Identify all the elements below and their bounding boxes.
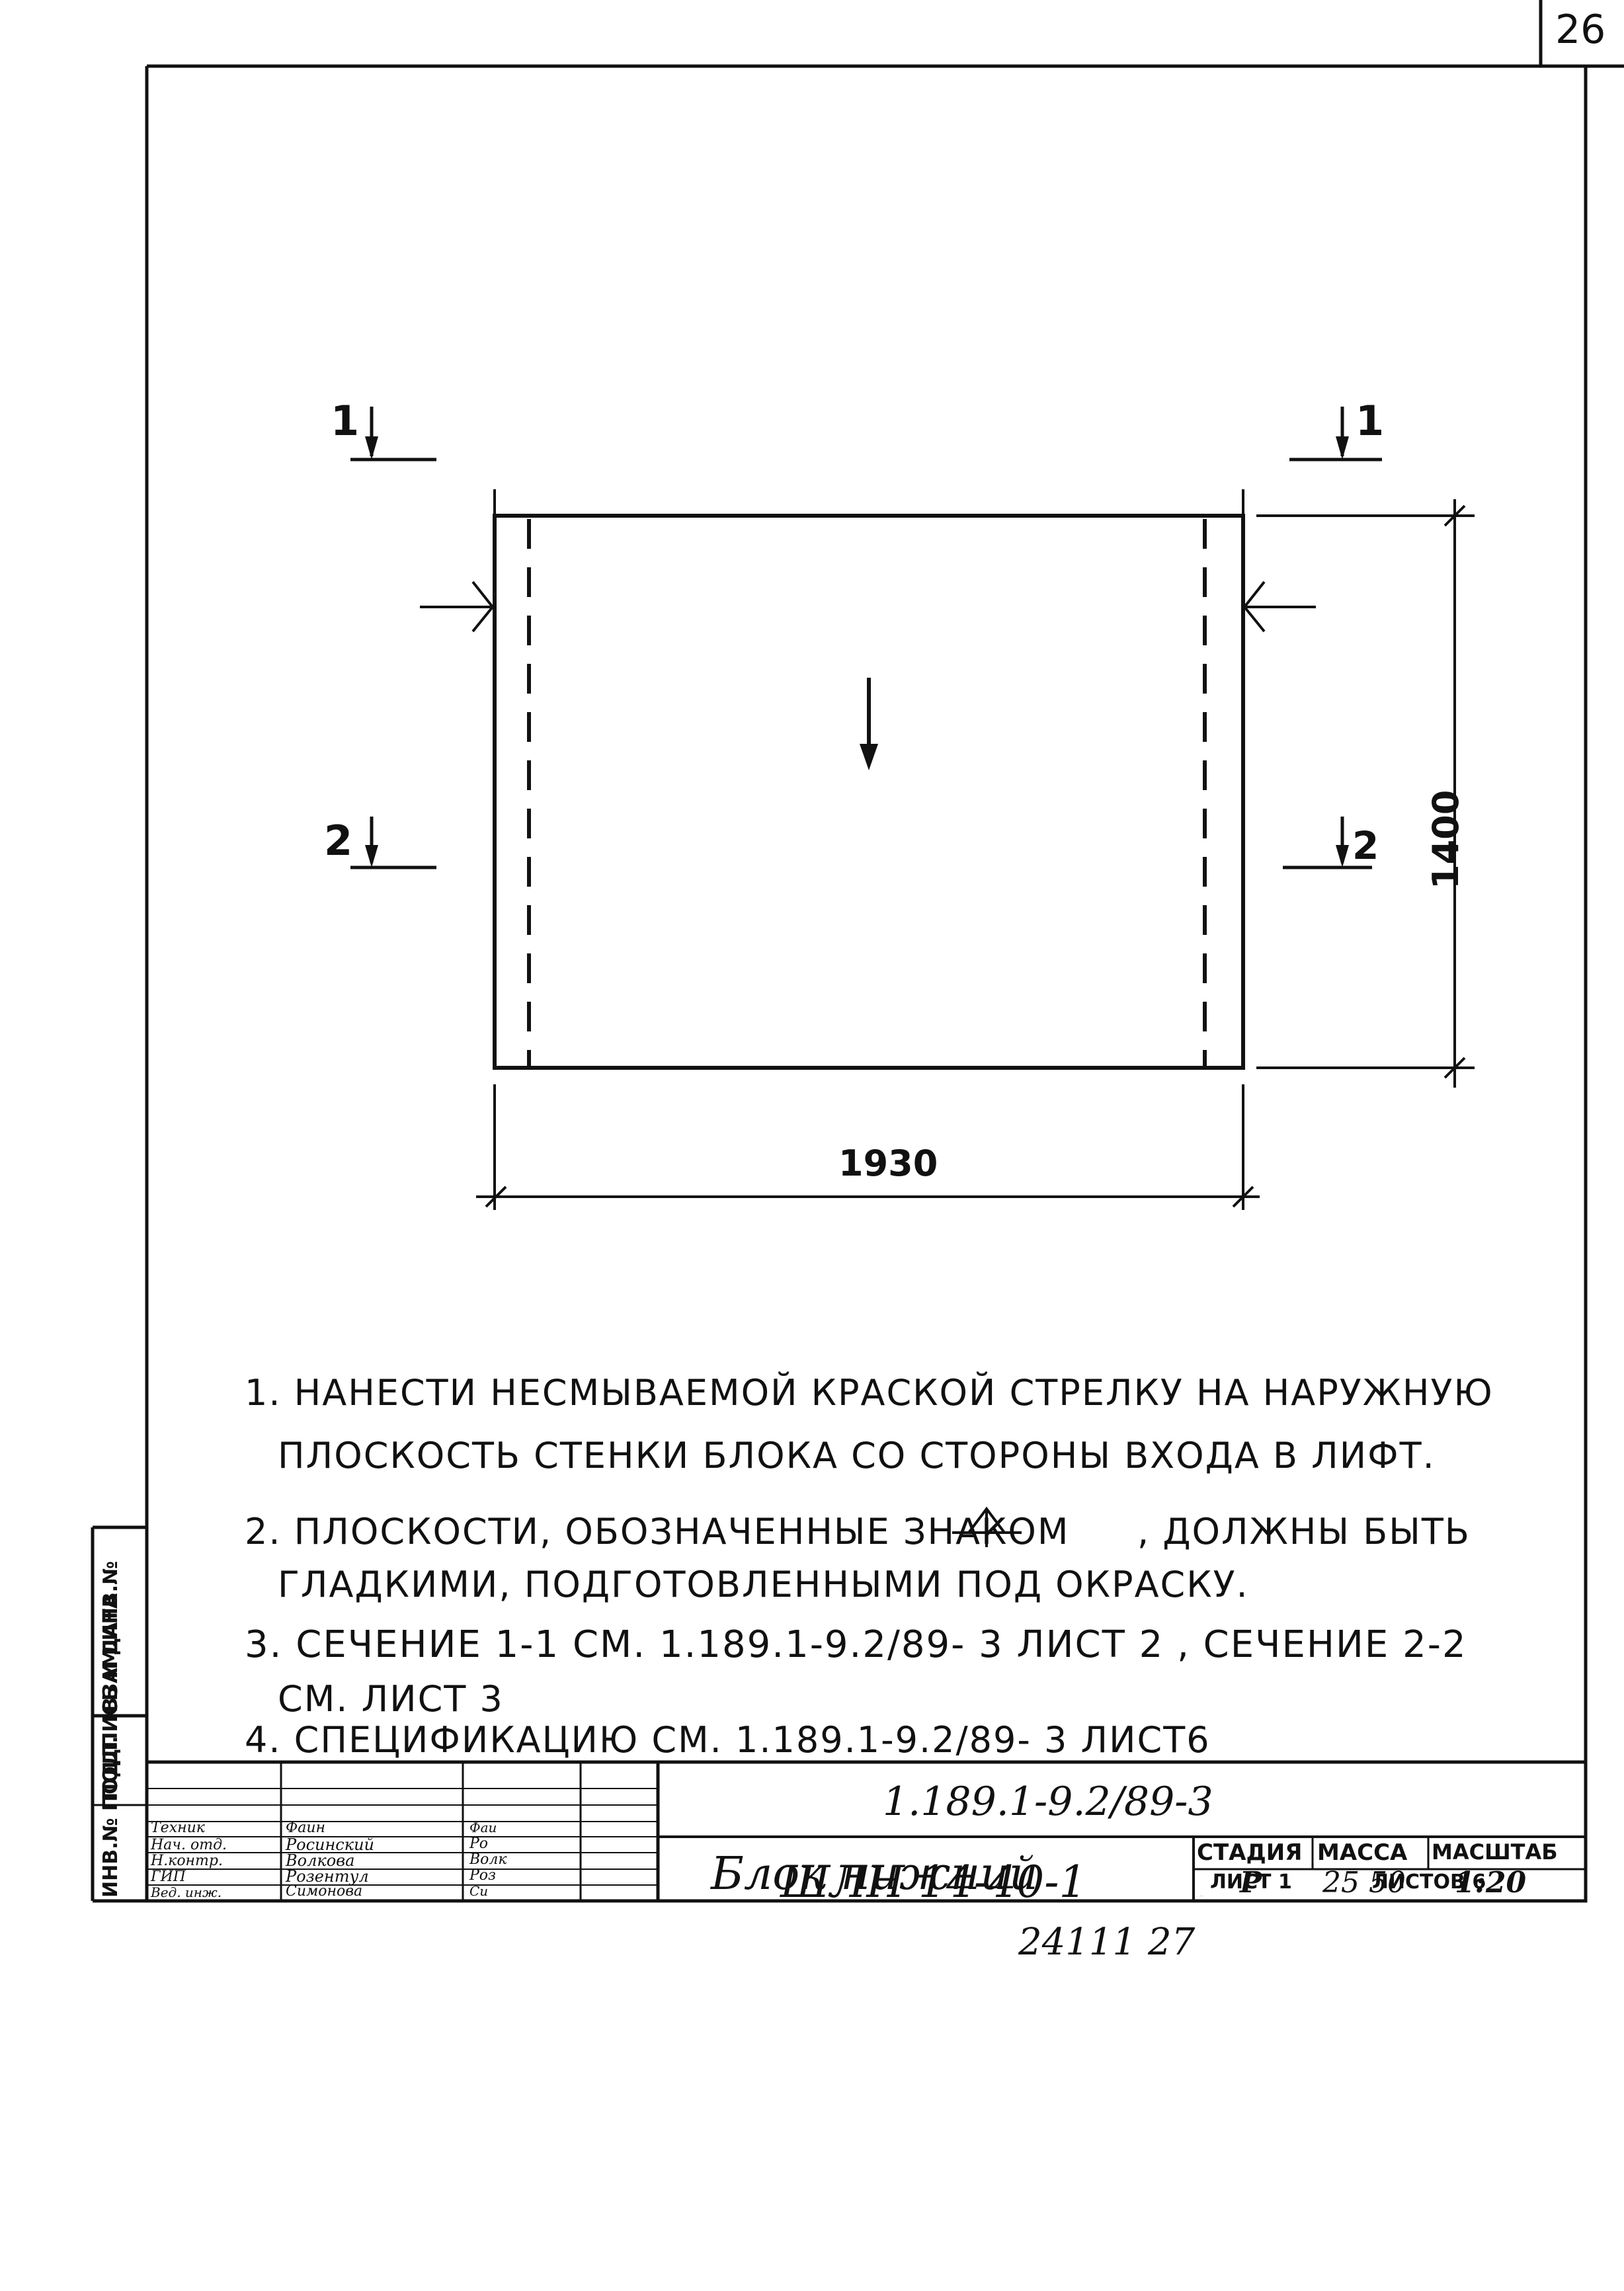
name-ved-inzh: Симонова bbox=[286, 1883, 363, 1900]
sheets-label: ЛИСТОВ 6 bbox=[1372, 1870, 1486, 1894]
role-tekhnik: Техник bbox=[151, 1820, 205, 1836]
mass-value: 25 50 bbox=[1322, 1866, 1406, 1900]
note-3-line-1: 3. СЕЧЕНИЕ 1-1 СМ. 1.189.1-9.2/89- 3 ЛИС… bbox=[245, 1623, 1467, 1666]
note-1-line-2: ПЛОСКОСТЬ СТЕНКИ БЛОКА СО СТОРОНЫ ВХОДА … bbox=[278, 1435, 1436, 1476]
title-line-2: ШЛН 14-40-1 bbox=[780, 1857, 1087, 1908]
bottom-number: 24111 27 bbox=[1018, 1921, 1196, 1964]
mass-header: МАССА bbox=[1317, 1839, 1408, 1866]
note-3-line-2: СМ. ЛИСТ 3 bbox=[278, 1678, 504, 1720]
dimension-height-label: 1400 bbox=[1425, 789, 1467, 889]
title-line-1: Блок нижний bbox=[711, 1848, 1038, 1900]
dimension-width-label: 1930 bbox=[838, 1143, 938, 1184]
note-1-line-1: 1. НАНЕСТИ НЕСМЫВАЕМОЙ КРАСКОЙ СТРЕЛКУ Н… bbox=[245, 1372, 1494, 1414]
role-ved-inzh: Вед. инж. bbox=[151, 1884, 222, 1900]
name-tekhnik: Фаин bbox=[286, 1820, 326, 1836]
scale-header: МАСШТАБ bbox=[1432, 1839, 1558, 1865]
note-2-line-1: 2. ПЛОСКОСТИ, ОБОЗНАЧЕННЫЕ ЗНАКОМ bbox=[245, 1511, 1070, 1552]
org-main: ЦНИИЭП bbox=[1200, 1896, 1203, 1897]
name-nach-otd: Росинский bbox=[286, 1835, 374, 1854]
name-n-kontr: Волкова bbox=[286, 1851, 355, 1870]
section-2-left-label: 2 bbox=[324, 817, 353, 865]
stage-header: СТАДИЯ bbox=[1197, 1839, 1303, 1866]
name-gip: Розентул bbox=[286, 1867, 369, 1886]
role-nach-otd: Нач. отд. bbox=[151, 1837, 227, 1853]
sheet-label: ЛИСТ 1 bbox=[1210, 1870, 1292, 1894]
role-gip: ГИП bbox=[151, 1869, 186, 1885]
sheet-frame bbox=[145, 64, 1588, 1903]
stage-value: Р bbox=[1240, 1866, 1262, 1900]
stamp-vzam-inv: ВЗАМ.ИНВ.№ bbox=[99, 1560, 122, 1712]
sign-n-kontr: Волк bbox=[469, 1851, 507, 1868]
page-number: 26 bbox=[1555, 7, 1606, 53]
section-2-right-label: 2 bbox=[1352, 823, 1379, 868]
sign-nach-otd: Ро bbox=[469, 1835, 489, 1852]
section-1-left-label: 1 bbox=[331, 397, 360, 445]
role-n-kontr: Н.контр. bbox=[151, 1853, 223, 1869]
block-outline bbox=[493, 514, 1245, 1070]
section-1-right-label: 1 bbox=[1356, 397, 1385, 445]
sign-ved-inzh: Си bbox=[469, 1883, 489, 1899]
note-2-line-2: ГЛАДКИМИ, ПОДГОТОВЛЕННЫМИ ПОД ОКРАСКУ. bbox=[278, 1564, 1249, 1605]
sign-gip: Роз bbox=[469, 1867, 497, 1884]
note-2-line-1b: , ДОЛЖНЫ БЫТЬ bbox=[1137, 1511, 1471, 1552]
scale-value: 1:20 bbox=[1455, 1866, 1527, 1900]
sign-tekhnik: Фаи bbox=[469, 1820, 497, 1835]
note-4: 4. СПЕЦИФИКАЦИЮ СМ. 1.189.1-9.2/89- 3 ЛИ… bbox=[245, 1719, 1211, 1761]
doc-code: 1.189.1-9.2/89-3 bbox=[883, 1779, 1213, 1825]
